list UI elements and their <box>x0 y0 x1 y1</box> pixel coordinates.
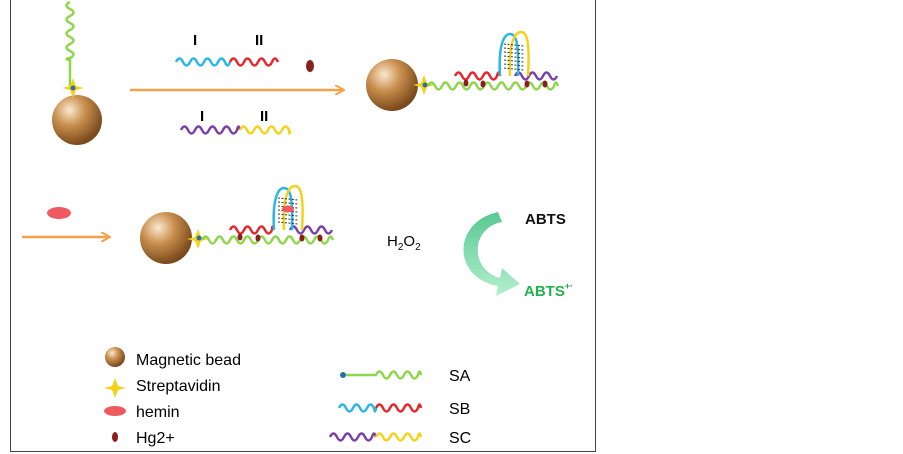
quadruplex-stack-line <box>277 221 299 225</box>
quadruplex-stack-line <box>503 43 525 47</box>
sa-probe-on-bead <box>52 0 102 145</box>
mercury-ion-icon <box>299 234 305 242</box>
quadruplex-stack-line <box>503 55 525 59</box>
substrate-label: ABTS <box>525 211 566 228</box>
sa-strand <box>200 235 335 245</box>
sc-legend-domain-2 <box>374 432 423 442</box>
legend-streptavidin-label: Streptavidin <box>136 378 221 395</box>
magnetic-bead <box>140 212 192 264</box>
sc-part-1-label: I <box>200 108 204 125</box>
sb-part-2-label: II <box>255 32 263 49</box>
quadruplex-stack-line <box>503 63 525 67</box>
biotin-dot <box>422 82 428 88</box>
magnetic-bead <box>366 59 418 111</box>
sc-legend-domain-1 <box>328 432 378 442</box>
mercury-ion-icon <box>480 80 486 88</box>
quadruplex-stack-line <box>503 47 525 51</box>
legend-sb-label: SB <box>449 401 470 418</box>
biotin-dot <box>340 372 346 378</box>
magnetic-bead-icon <box>105 347 125 367</box>
sc-domain-2 <box>238 125 292 135</box>
streptavidin-icon <box>104 378 126 398</box>
magnetic-bead <box>52 95 102 145</box>
sb-part-1-label: I <box>193 32 197 49</box>
g-quadruplex-lines <box>503 43 525 71</box>
mercury-ion-icon <box>463 79 469 87</box>
mercury-ion-icon <box>112 432 118 442</box>
hemin-icon <box>104 406 126 416</box>
sc-hairpin <box>508 30 530 77</box>
quadruplex-stack-line <box>277 213 299 217</box>
sb-legend-domain-2 <box>374 403 423 413</box>
mercury-ion-icon <box>524 80 530 88</box>
scheme-frame <box>10 0 596 452</box>
legend-bead-label: Magnetic bead <box>136 352 241 369</box>
catalytic-cycle-arrow <box>463 212 520 296</box>
mercury-ion-icon <box>306 60 314 72</box>
legend-sa-label: SA <box>449 368 471 385</box>
sc-domain-1 <box>179 125 242 135</box>
mercury-ion-icon <box>255 234 261 242</box>
biotin-dot <box>70 85 76 91</box>
legend-sc-label: SC <box>449 430 471 447</box>
legend-mercury-label: Hg2+ <box>136 430 175 447</box>
sc-hairpin <box>282 184 304 231</box>
sa-legend-strand <box>346 370 423 380</box>
sb-red-domain <box>228 225 275 235</box>
quadruplex-stack-line <box>277 197 299 201</box>
hemin-icon <box>47 207 71 219</box>
sc-purple-domain <box>288 225 334 235</box>
sb-strand-top: I II <box>174 32 280 67</box>
quadruplex-stack-line <box>277 217 299 221</box>
mercury-ion-icon <box>317 234 323 242</box>
mercury-ion-icon <box>237 233 243 241</box>
sa-strand <box>65 0 75 86</box>
quadruplex-stack-line <box>503 51 525 55</box>
product-label: ABTS+· <box>524 281 573 300</box>
legend-right: SA SB SC <box>328 368 471 447</box>
quadruplex-stack-line <box>277 201 299 205</box>
quadruplex-stack-line <box>503 67 525 71</box>
sb-hairpin <box>498 32 520 77</box>
sc-part-2-label: II <box>260 108 268 125</box>
sb-domain-1 <box>174 57 232 67</box>
bead-complex-1 <box>366 30 560 111</box>
bead-complex-2 <box>140 184 335 264</box>
sb-domain-2 <box>228 57 280 67</box>
sb-legend-domain-1 <box>337 403 378 413</box>
sc-purple-domain <box>513 71 559 81</box>
mercury-ion-icon <box>542 80 548 88</box>
biotin-dot <box>196 235 202 241</box>
legend-hemin-label: hemin <box>136 404 180 421</box>
hemin-icon <box>282 205 294 213</box>
sa-strand <box>426 81 560 91</box>
sb-red-domain <box>453 71 502 81</box>
quadruplex-stack-line <box>503 59 525 63</box>
sc-strand-top: I II <box>179 108 292 135</box>
oxidant-label: H2O2 <box>387 233 421 253</box>
legend-left: Magnetic bead Streptavidin hemin Hg2+ <box>104 347 241 447</box>
